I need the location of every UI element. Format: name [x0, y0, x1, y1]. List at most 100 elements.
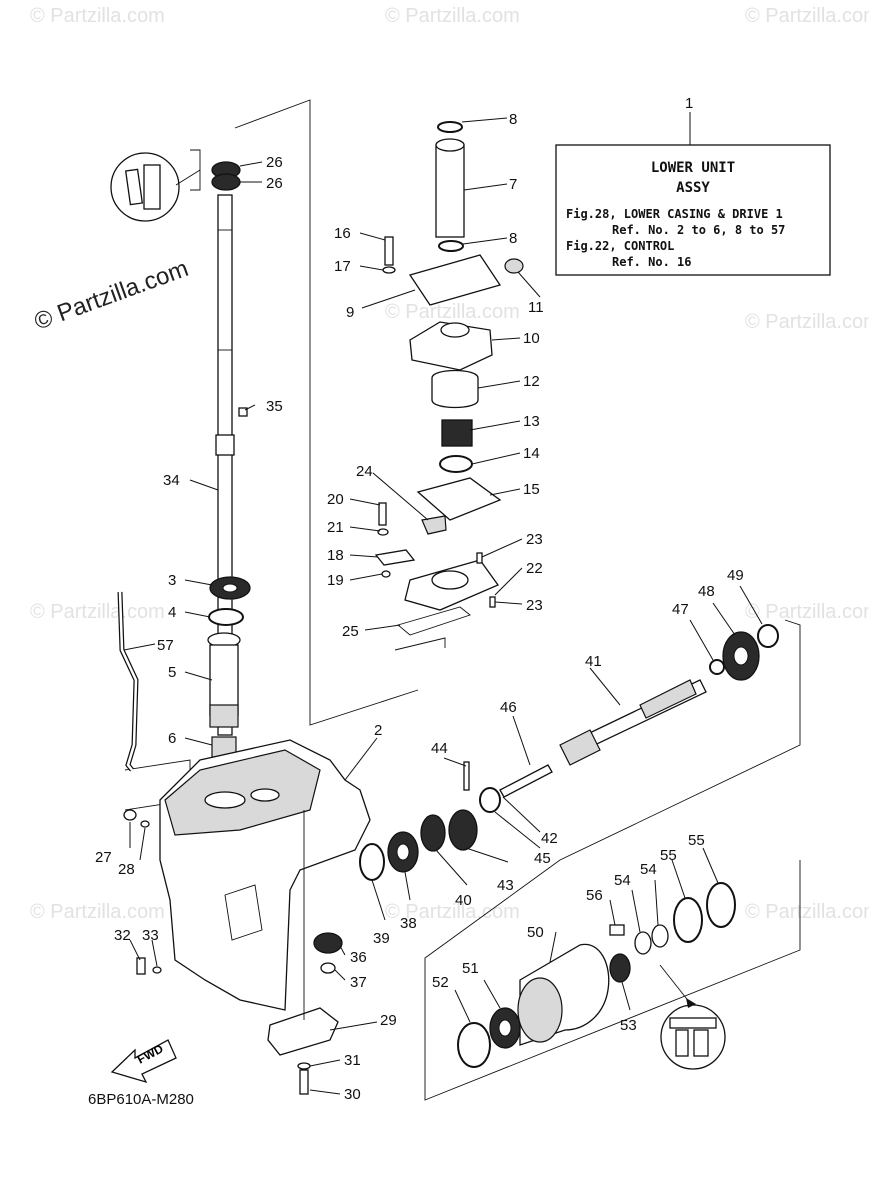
- watermark-text: © Partzilla.com: [745, 901, 869, 923]
- callout-label: 37: [350, 974, 367, 991]
- watermark-text: © Partzilla.com: [745, 311, 869, 333]
- shift-plunger-part: [499, 764, 553, 798]
- seal-detail-circle: [659, 964, 726, 1070]
- callout-label: 47: [672, 601, 689, 618]
- diagram-code: 6BP610A-M280: [88, 1091, 194, 1108]
- watermark-text: © Partzilla.com: [30, 5, 165, 27]
- shift-rod: [117, 591, 139, 772]
- water-pump-assembly: [374, 121, 524, 636]
- callout-label: 36: [350, 949, 367, 966]
- cartridge-plate-part: [421, 515, 447, 535]
- forward-gear-part: [420, 814, 446, 852]
- propeller-shaft-assembly: [359, 624, 779, 881]
- callout-label: 49: [727, 567, 744, 584]
- callout-label: 57: [157, 637, 174, 654]
- shim-part: [757, 624, 779, 648]
- o-ring-part: [208, 608, 244, 626]
- callout-label: 25: [342, 623, 359, 640]
- callout-label: 1: [685, 95, 693, 112]
- callout-label: 3: [168, 572, 176, 589]
- grommet-part: [504, 258, 524, 274]
- info-box-subtitle: ASSY: [676, 180, 710, 196]
- info-box-frame: [555, 144, 831, 276]
- callout-label: 16: [334, 225, 351, 242]
- watermark-text: © Partzilla.com: [745, 601, 869, 623]
- callout-labels: 1 2 3 4 5 6 7 8 8 9 10 11 12 13 14 15 16…: [95, 95, 744, 1103]
- callout-label: 38: [400, 915, 417, 932]
- trim-tab-part: [267, 1007, 339, 1056]
- watermark-text: © Partzilla.com: [385, 301, 520, 323]
- fwd-arrow: FWD: [110, 1039, 177, 1084]
- oil-seal-part: [651, 924, 669, 948]
- info-box-ref-fig22: Fig.22, CONTROL: [566, 239, 674, 253]
- bolt-part: [123, 809, 137, 821]
- callout-label: 18: [327, 547, 344, 564]
- callout-label: 8: [509, 111, 517, 128]
- callout-label: 4: [168, 604, 176, 621]
- sleeve-part: [209, 644, 239, 716]
- callout-label: 7: [509, 176, 517, 193]
- callout-label: 2: [374, 722, 382, 739]
- info-box-ref-no16: Ref. No. 16: [612, 255, 691, 269]
- o-ring-part: [706, 882, 736, 928]
- callout-label: 26: [266, 175, 283, 192]
- water-tube-part: [435, 144, 465, 238]
- callout-label: 50: [527, 924, 544, 941]
- bolt-part: [378, 502, 387, 526]
- callout-label: 10: [523, 330, 540, 347]
- shim-part: [479, 787, 501, 813]
- callout-label: 22: [526, 560, 543, 577]
- drive-shaft-assembly: [207, 161, 251, 758]
- callout-label: 11: [528, 299, 544, 316]
- callout-label: 34: [163, 472, 180, 489]
- callout-label: 19: [327, 572, 344, 589]
- callout-label: 54: [640, 861, 657, 878]
- oil-seal-part: [634, 931, 652, 955]
- callout-label: 30: [344, 1086, 361, 1103]
- info-box: LOWER UNIT ASSY Fig.28, LOWER CASING & D…: [555, 112, 831, 276]
- watermark-text: © Partzilla.com: [385, 5, 520, 27]
- callout-label: 15: [523, 481, 540, 498]
- insert-cartridge-part: [431, 369, 479, 409]
- pin-part: [463, 761, 470, 791]
- bolt-part: [384, 236, 394, 266]
- callout-label: 44: [431, 740, 448, 757]
- o-ring-part: [438, 240, 464, 252]
- callout-label: 32: [114, 927, 131, 944]
- watermark-text: © Partzilla.com: [30, 601, 165, 623]
- o-ring-part: [437, 121, 463, 133]
- shim-part: [359, 843, 385, 881]
- callout-label: 26: [266, 154, 283, 171]
- bolt-part: [609, 924, 625, 936]
- lower-casing: [123, 739, 371, 1095]
- callout-label: 21: [327, 519, 344, 536]
- callout-label: 53: [620, 1017, 637, 1034]
- watermark-text: © Partzilla.com: [385, 901, 520, 923]
- o-ring-part: [673, 897, 703, 943]
- pump-housing-part: [409, 321, 493, 371]
- callout-label: 23: [526, 531, 543, 548]
- o-ring-part: [457, 1022, 491, 1068]
- callout-label: 41: [585, 653, 602, 670]
- callout-label: 8: [509, 230, 517, 247]
- pin-part: [238, 407, 248, 417]
- anode-part: [313, 932, 343, 954]
- callout-label: 31: [344, 1052, 361, 1069]
- callout-label: 43: [497, 877, 514, 894]
- watermark-brand: © Partzilla.com: [31, 255, 192, 336]
- callout-label: 12: [523, 373, 540, 390]
- callout-label: 20: [327, 491, 344, 508]
- callout-label: 5: [168, 664, 176, 681]
- callout-label: 13: [523, 413, 540, 430]
- guide-plate-part: [408, 254, 502, 306]
- callout-label: 28: [118, 861, 135, 878]
- callout-label: 6: [168, 730, 176, 747]
- leader-lines: [123, 117, 763, 1095]
- watermark-text: © Partzilla.com: [745, 5, 869, 27]
- watermark-layer: © Partzilla.com © Partzilla.com © Partzi…: [30, 5, 869, 923]
- oil-seal-detail-circle: [110, 152, 201, 222]
- watermark-text: © Partzilla.com: [30, 901, 165, 923]
- o-ring-part: [439, 455, 473, 473]
- bracket-lines: [124, 99, 801, 1101]
- dowel-pin-part: [476, 552, 483, 564]
